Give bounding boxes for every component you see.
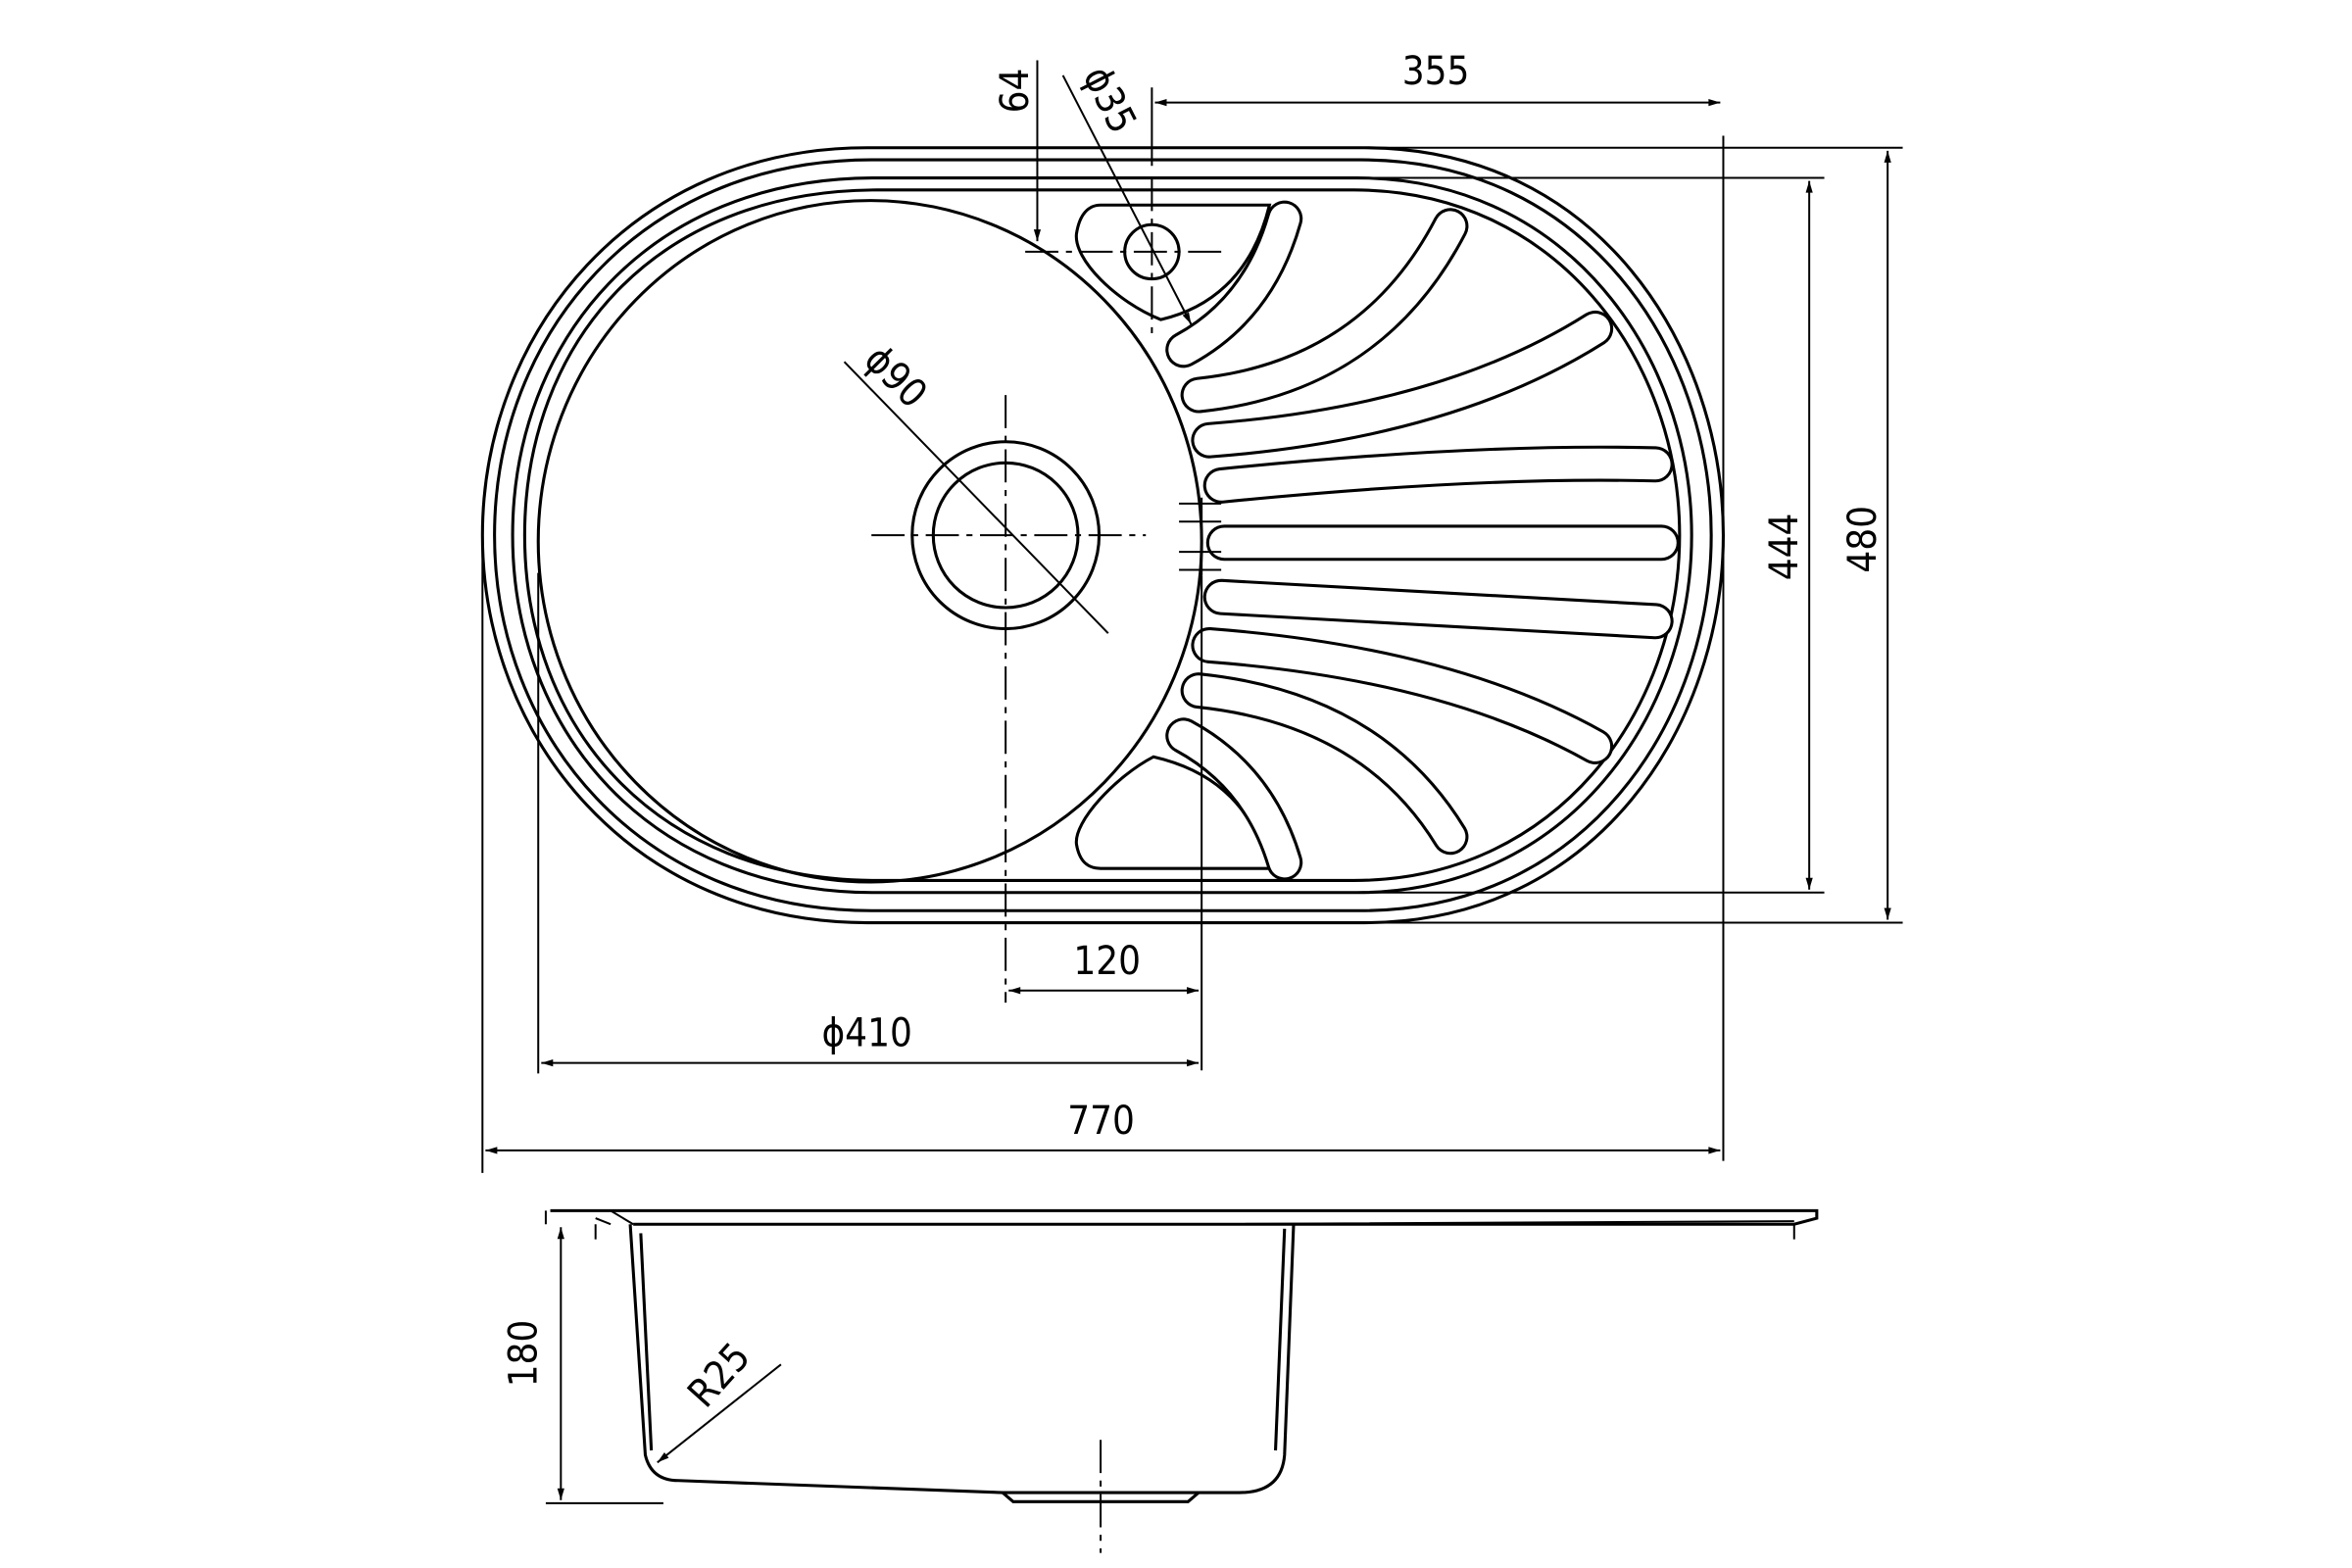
rim-line-3 <box>511 176 1693 895</box>
dim-bowl-height: 180 <box>502 1320 547 1388</box>
dim-overall-depth: 480 <box>1840 506 1886 573</box>
drainer-grooves <box>1165 200 1680 881</box>
dim-tap-hole: ϕ35 <box>1074 60 1146 141</box>
top-view <box>480 146 1726 1004</box>
bowl <box>536 199 1203 884</box>
dim-drain-hole: ϕ90 <box>856 337 936 417</box>
rim-line-2 <box>493 158 1713 912</box>
dim-inner-depth: 444 <box>1762 514 1807 581</box>
side-view: 180 R25 <box>502 1208 1819 1553</box>
dim-bowl-diameter: ϕ410 <box>821 1011 911 1056</box>
dim-tap-offset: 64 <box>993 69 1038 114</box>
tap-platform <box>1074 203 1272 321</box>
dim-drainer-width: 355 <box>1402 49 1470 94</box>
outer-rim <box>480 146 1726 925</box>
dim-drain-offset: 120 <box>1073 939 1141 984</box>
dimensions: 64 ϕ35 355 ϕ90 444 480 120 ϕ410 770 <box>481 49 1903 1173</box>
dim-corner-radius: R25 <box>679 1335 760 1416</box>
dim-overall-width: 770 <box>1067 1099 1135 1144</box>
